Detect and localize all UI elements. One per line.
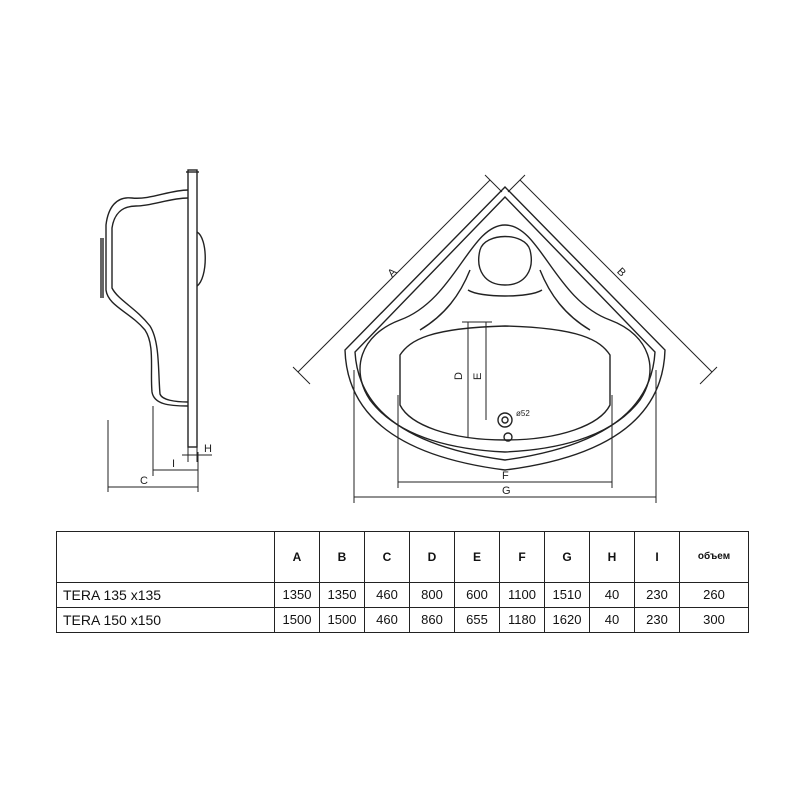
label-drain: ø52 <box>516 409 530 418</box>
model-name: TERA 135 x135 <box>56 582 275 608</box>
model-name: TERA 150 x150 <box>56 607 275 633</box>
table-header-row: A B C D E F G H I объем <box>56 531 749 583</box>
label-f: F <box>502 470 509 482</box>
label-g: G <box>502 485 511 497</box>
header-g: G <box>544 531 590 583</box>
technical-drawing: C I H <box>100 169 718 503</box>
header-i: I <box>634 531 680 583</box>
top-view <box>292 174 718 503</box>
header-a: A <box>274 531 320 583</box>
table-row: TERA 150 x150 1500 1500 460 860 655 1180… <box>56 607 749 633</box>
label-b: B <box>614 266 628 280</box>
cell-i: 230 <box>634 582 680 608</box>
cell-c: 460 <box>364 582 410 608</box>
label-i: I <box>172 458 175 470</box>
cell-c: 460 <box>364 607 410 633</box>
top-rim-outline <box>344 186 666 471</box>
top-inner-basin <box>359 224 651 453</box>
header-volume: объем <box>679 531 749 583</box>
cell-g: 1620 <box>544 607 590 633</box>
side-rim-plate <box>187 169 198 448</box>
cell-d: 860 <box>409 607 455 633</box>
cell-b: 1350 <box>319 582 365 608</box>
cell-g: 1510 <box>544 582 590 608</box>
side-tub-profile <box>105 189 189 407</box>
header-f: F <box>499 531 545 583</box>
table-corner-cell <box>56 531 275 583</box>
cell-a: 1500 <box>274 607 320 633</box>
label-h: H <box>204 443 212 455</box>
header-h: H <box>589 531 635 583</box>
label-c: C <box>140 475 148 487</box>
cell-volume: 260 <box>679 582 749 608</box>
dim-a-line <box>297 179 491 373</box>
cell-f: 1100 <box>499 582 545 608</box>
cell-i: 230 <box>634 607 680 633</box>
side-view <box>100 169 212 492</box>
cell-h: 40 <box>589 607 635 633</box>
top-seat-platform <box>399 325 611 441</box>
dim-b-line <box>519 179 713 373</box>
cell-f: 1180 <box>499 607 545 633</box>
header-b: B <box>319 531 365 583</box>
header-d: D <box>409 531 455 583</box>
drain-circle <box>497 412 513 428</box>
cell-a: 1350 <box>274 582 320 608</box>
table-row: TERA 135 x135 1350 1350 460 800 600 1100… <box>56 582 749 608</box>
header-c: C <box>364 531 410 583</box>
cell-e: 600 <box>454 582 500 608</box>
cell-volume: 300 <box>679 607 749 633</box>
label-d: D <box>453 372 465 380</box>
spec-table: A B C D E F G H I объем TERA 135 x135 13… <box>56 531 749 633</box>
cell-b: 1500 <box>319 607 365 633</box>
label-e: E <box>472 373 484 380</box>
cell-e: 655 <box>454 607 500 633</box>
header-e: E <box>454 531 500 583</box>
cell-d: 800 <box>409 582 455 608</box>
cell-h: 40 <box>589 582 635 608</box>
